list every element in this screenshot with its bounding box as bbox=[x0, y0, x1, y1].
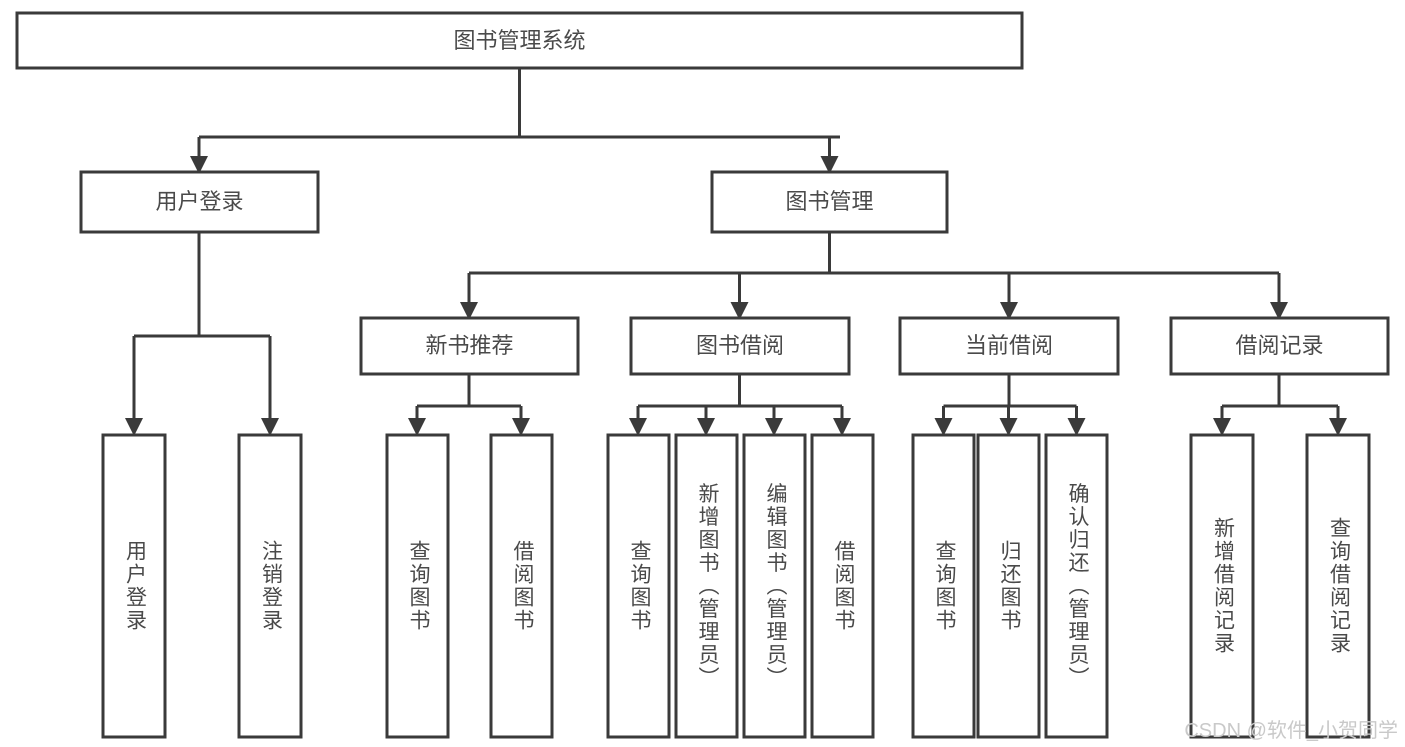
arrow-head-user-login-leaf-0 bbox=[125, 418, 143, 436]
leaf-box-user-login-login[interactable] bbox=[101, 433, 167, 739]
node-root-label: 图书管理系统 bbox=[453, 28, 585, 53]
node-book-borrow-label: 图书借阅 bbox=[696, 333, 784, 358]
leaf-box-borrow-record-add[interactable] bbox=[1189, 433, 1255, 739]
arrow-head-book-borrow-leaf-1 bbox=[697, 418, 715, 436]
connector-group-book-borrow bbox=[629, 374, 851, 436]
leaf-label-user-login-login: 用户登录 bbox=[123, 540, 147, 632]
leaf-label-current-borrow-return: 归还图书 bbox=[998, 540, 1022, 632]
node-new-book-recommend[interactable]: 新书推荐 bbox=[359, 316, 580, 376]
leaf-node-user-login-login[interactable]: 用户登录 bbox=[101, 433, 167, 739]
leaf-label-current-borrow-confirm: 确认归还（管理员） bbox=[1066, 483, 1090, 690]
leaf-box-current-borrow-confirm[interactable] bbox=[1044, 433, 1109, 739]
node-user-login-box[interactable] bbox=[79, 170, 320, 234]
node-user-login[interactable]: 用户登录 bbox=[79, 170, 320, 234]
node-new-book-recommend-box[interactable] bbox=[359, 316, 580, 376]
leaf-label-book-borrow-borrow: 借阅图书 bbox=[832, 540, 856, 632]
node-new-book-recommend-label: 新书推荐 bbox=[425, 333, 513, 358]
leaf-label-book-borrow-add: 新增图书（管理员） bbox=[696, 483, 720, 690]
leaf-node-borrow-record-query[interactable]: 查询借阅记录 bbox=[1305, 433, 1371, 739]
node-book-borrow[interactable]: 图书借阅 bbox=[629, 316, 851, 376]
node-book-borrow-box[interactable] bbox=[629, 316, 851, 376]
leaf-label-new-book-query: 查询图书 bbox=[407, 540, 431, 632]
leaf-box-new-book-query[interactable] bbox=[385, 433, 450, 739]
arrow-head-book-borrow bbox=[730, 302, 749, 320]
node-borrow-record-box[interactable] bbox=[1169, 316, 1390, 376]
connector-group-current-borrow bbox=[934, 374, 1086, 436]
leaf-node-new-book-query[interactable]: 查询图书 bbox=[385, 433, 450, 739]
leaf-node-current-borrow-return[interactable]: 归还图书 bbox=[976, 433, 1041, 739]
csdn-watermark: CSDN @软件_小贺同学 bbox=[1184, 719, 1398, 742]
leaf-node-user-login-logout[interactable]: 注销登录 bbox=[237, 433, 303, 739]
node-borrow-record[interactable]: 借阅记录 bbox=[1169, 316, 1390, 376]
node-borrow-record-label: 借阅记录 bbox=[1235, 333, 1323, 358]
arrow-head-current-borrow bbox=[1000, 302, 1018, 320]
connector-group-borrow-record bbox=[1213, 374, 1347, 436]
leaf-node-current-borrow-confirm[interactable]: 确认归还（管理员） bbox=[1044, 433, 1109, 739]
arrow-head-book-borrow-leaf-0 bbox=[629, 418, 647, 436]
arrow-head-user-login-leaf-1 bbox=[261, 418, 279, 436]
node-book-management-label: 图书管理 bbox=[785, 189, 873, 214]
connector-group-book-manage bbox=[460, 232, 1288, 320]
arrow-head-borrow-record-leaf-0 bbox=[1213, 418, 1231, 436]
leaf-box-book-borrow-borrow[interactable] bbox=[810, 433, 875, 739]
leaf-node-current-borrow-query[interactable]: 查询图书 bbox=[911, 433, 976, 739]
leaf-node-new-book-borrow[interactable]: 借阅图书 bbox=[489, 433, 554, 739]
node-root-box[interactable] bbox=[15, 11, 1024, 70]
connector-group-new-book-recommend bbox=[408, 374, 530, 436]
leaf-node-book-borrow-edit[interactable]: 编辑图书（管理员） bbox=[742, 433, 807, 739]
arrow-head-book-borrow-leaf-2 bbox=[765, 418, 783, 436]
node-book-management[interactable]: 图书管理 bbox=[710, 170, 949, 234]
leaf-box-current-borrow-return[interactable] bbox=[976, 433, 1041, 739]
leaf-box-book-borrow-edit[interactable] bbox=[742, 433, 807, 739]
leaf-node-book-borrow-query[interactable]: 查询图书 bbox=[606, 433, 671, 739]
leaf-box-book-borrow-add[interactable] bbox=[674, 433, 739, 739]
arrow-head-book-manage bbox=[820, 156, 839, 174]
arrow-head-book-borrow-leaf-3 bbox=[833, 418, 851, 436]
connector-group-user-login bbox=[125, 232, 279, 436]
arrow-head-new-book-leaf-1 bbox=[512, 418, 530, 436]
arrow-head-current-borrow-leaf-1 bbox=[999, 418, 1018, 436]
leaf-node-borrow-record-add[interactable]: 新增借阅记录 bbox=[1189, 433, 1255, 739]
leaf-node-book-borrow-add[interactable]: 新增图书（管理员） bbox=[674, 433, 739, 739]
leaf-label-user-login-logout: 注销登录 bbox=[259, 540, 283, 632]
leaf-label-book-borrow-edit: 编辑图书（管理员） bbox=[764, 483, 788, 690]
node-current-borrow[interactable]: 当前借阅 bbox=[898, 316, 1120, 376]
arrow-head-borrow-record-leaf-1 bbox=[1329, 418, 1347, 436]
leaf-label-new-book-borrow: 借阅图书 bbox=[511, 540, 535, 632]
leaf-box-new-book-borrow[interactable] bbox=[489, 433, 554, 739]
node-book-management-box[interactable] bbox=[710, 170, 949, 234]
leaf-label-borrow-record-query: 查询借阅记录 bbox=[1327, 517, 1351, 655]
arrow-head-new-book-leaf-0 bbox=[408, 418, 426, 436]
arrow-head-current-borrow-leaf-0 bbox=[934, 418, 953, 436]
leaf-box-borrow-record-query[interactable] bbox=[1305, 433, 1371, 739]
leaf-box-book-borrow-query[interactable] bbox=[606, 433, 671, 739]
connector-group-root bbox=[190, 68, 840, 174]
leaf-node-book-borrow-borrow[interactable]: 借阅图书 bbox=[810, 433, 875, 739]
arrow-head-current-borrow-leaf-2 bbox=[1067, 418, 1086, 436]
arrow-head-new-book-recommend bbox=[460, 302, 478, 320]
arrow-head-user-login bbox=[190, 156, 208, 174]
leaf-label-book-borrow-query: 查询图书 bbox=[628, 540, 652, 632]
leaf-box-user-login-logout[interactable] bbox=[237, 433, 303, 739]
leaf-label-borrow-record-add: 新增借阅记录 bbox=[1211, 517, 1235, 655]
leaf-box-current-borrow-query[interactable] bbox=[911, 433, 976, 739]
leaf-label-current-borrow-query: 查询图书 bbox=[933, 540, 957, 632]
node-root-book-management-system[interactable]: 图书管理系统 bbox=[15, 11, 1024, 70]
node-user-login-label: 用户登录 bbox=[155, 189, 243, 214]
arrow-head-borrow-record bbox=[1270, 302, 1288, 320]
node-current-borrow-label: 当前借阅 bbox=[965, 333, 1053, 358]
node-current-borrow-box[interactable] bbox=[898, 316, 1120, 376]
